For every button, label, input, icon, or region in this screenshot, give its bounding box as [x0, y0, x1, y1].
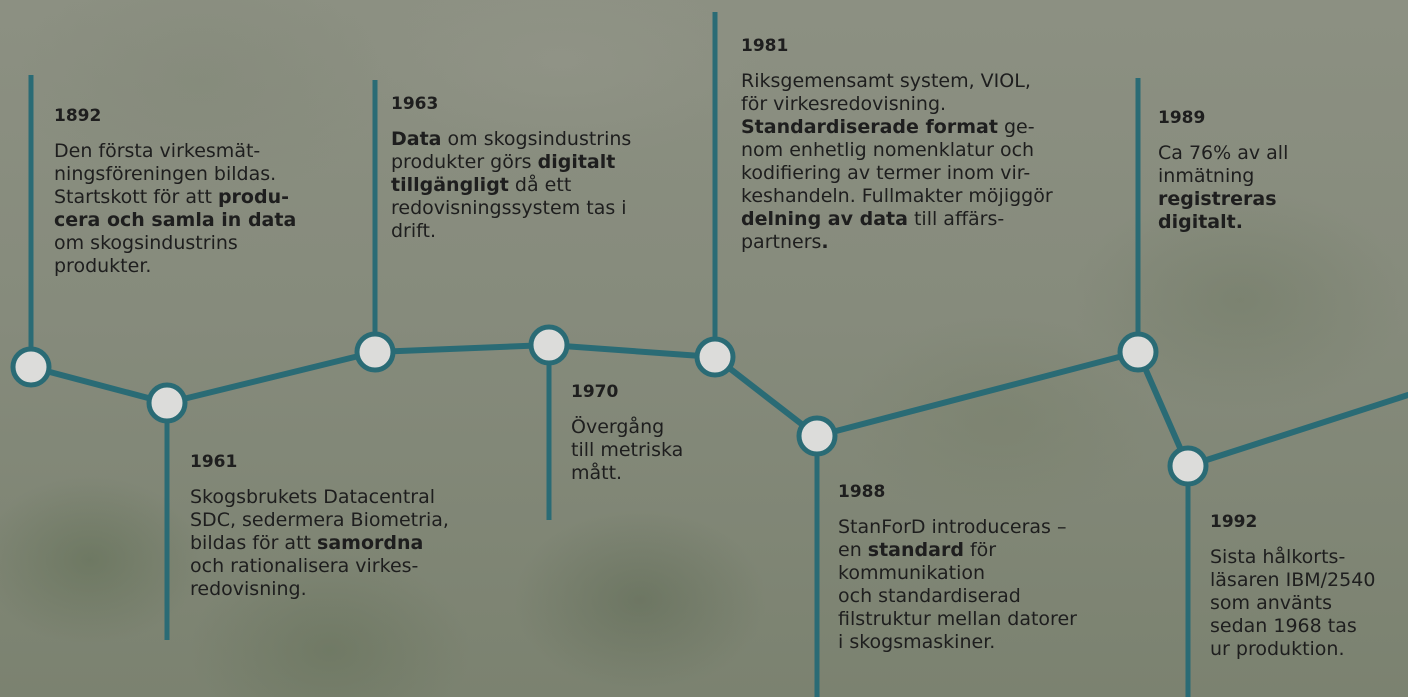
event-1892: 1892 Den första virkesmät- ningsförening… — [54, 106, 354, 278]
event-description: Riksgemensamt system, VIOL, för virkesre… — [741, 70, 1053, 253]
event-1992: 1992 Sista hålkorts- läsaren IBM/2540 so… — [1210, 512, 1406, 661]
node-1988 — [796, 415, 838, 457]
node-1892 — [10, 346, 52, 388]
event-year: 1892 — [54, 106, 102, 126]
timeline-stems — [28, 12, 1191, 697]
event-1970: 1970 Övergång till metriska mått. — [571, 382, 721, 485]
event-year: 1981 — [741, 36, 789, 56]
node-1963 — [354, 331, 396, 373]
event-description: Sista hålkorts- läsaren IBM/2540 som anv… — [1210, 546, 1376, 660]
event-1988: 1988 StanForD introduceras – en standard… — [838, 482, 1168, 654]
node-1981 — [694, 336, 736, 378]
event-1963: 1963 Data om skogsindustrins produkter g… — [391, 94, 691, 243]
event-1989: 1989 Ca 76% av all inmätning registreras… — [1158, 108, 1358, 234]
event-description: Skogsbrukets Datacentral SDC, sedermera … — [190, 486, 449, 600]
node-1970 — [528, 324, 570, 366]
node-1989 — [1117, 331, 1159, 373]
event-description: StanForD introduceras – en standard för … — [838, 516, 1077, 653]
event-description: Den första virkesmät- ningsföreningen bi… — [54, 140, 297, 277]
event-year: 1961 — [190, 452, 238, 472]
event-description: Data om skogsindustrins produkter görs d… — [391, 128, 632, 242]
event-1961: 1961 Skogsbrukets Datacentral SDC, seder… — [190, 452, 510, 601]
event-1981: 1981 Riksgemensamt system, VIOL, för vir… — [741, 36, 1111, 254]
node-1992 — [1167, 445, 1209, 487]
timeline-nodes — [10, 324, 1209, 487]
event-description: Ca 76% av all inmätning registreras digi… — [1158, 142, 1289, 233]
node-1961 — [146, 382, 188, 424]
event-year: 1963 — [391, 94, 439, 114]
event-year: 1992 — [1210, 512, 1258, 532]
event-year: 1989 — [1158, 108, 1206, 128]
event-description: Övergång till metriska mått. — [571, 416, 684, 484]
event-year: 1988 — [838, 482, 886, 502]
event-year: 1970 — [571, 382, 619, 402]
